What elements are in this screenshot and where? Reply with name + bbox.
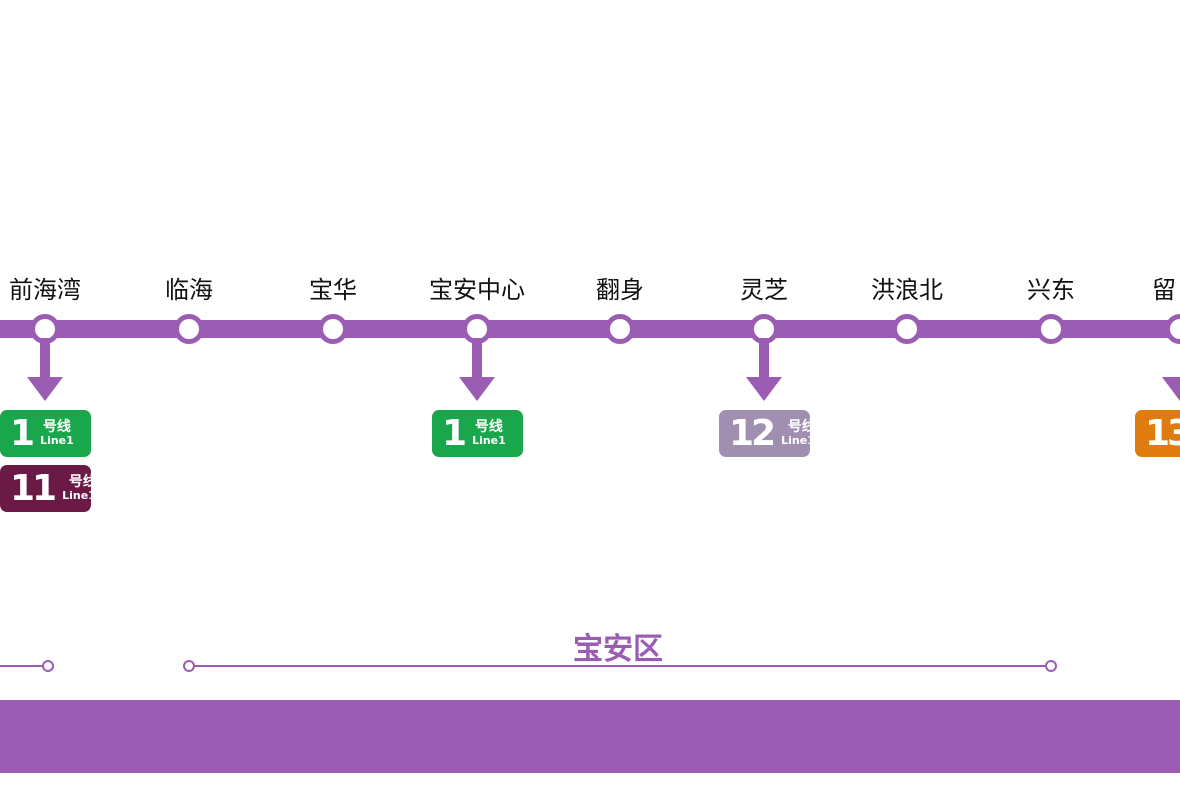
transfer-arrow-icon bbox=[27, 377, 63, 401]
station-label: 洪浪北 bbox=[871, 276, 943, 304]
station-label: 宝安中心 bbox=[429, 276, 525, 304]
station-marker[interactable] bbox=[605, 314, 635, 344]
station-label: 灵芝 bbox=[740, 276, 788, 304]
transfer-arrow-stem bbox=[472, 338, 482, 378]
line-cn: 号线 bbox=[68, 473, 97, 490]
line-cn: 号线 bbox=[42, 418, 71, 435]
transfer-arrow-stem bbox=[40, 338, 50, 378]
line-number: 13 bbox=[1145, 412, 1180, 454]
station-marker[interactable] bbox=[892, 314, 922, 344]
station-label: 宝华 bbox=[309, 276, 357, 304]
transfer-arrow-stem bbox=[759, 338, 769, 378]
station-marker[interactable] bbox=[1036, 314, 1066, 344]
line-number: 11 bbox=[10, 467, 57, 509]
station-label: 临海 bbox=[165, 276, 213, 304]
station-marker[interactable] bbox=[318, 314, 348, 344]
station-marker[interactable] bbox=[1165, 314, 1180, 344]
line-number: 1 bbox=[10, 412, 35, 454]
district-bracket-end bbox=[1045, 660, 1057, 672]
line-cn: 号线 bbox=[474, 418, 503, 435]
station-label: 前海湾 bbox=[9, 276, 81, 304]
line-en: Line12 bbox=[781, 434, 823, 448]
bottom-band bbox=[0, 700, 1180, 773]
district-label: 宝安区 bbox=[573, 632, 663, 667]
station-label: 兴东 bbox=[1027, 276, 1075, 304]
line-en: Line11 bbox=[62, 489, 104, 503]
station-label: 翻身 bbox=[596, 276, 644, 304]
line-en: Line1 bbox=[40, 434, 74, 448]
line-track bbox=[0, 320, 1180, 338]
transfer-arrow-icon bbox=[746, 377, 782, 401]
station-label: 留 bbox=[1152, 276, 1176, 304]
district-bracket-end bbox=[42, 660, 54, 672]
transfer-arrow-icon bbox=[459, 377, 495, 401]
transfer-line-badge[interactable]: 13 bbox=[1135, 410, 1180, 457]
district-bracket bbox=[189, 665, 1051, 667]
station-marker[interactable] bbox=[174, 314, 204, 344]
district-bracket-start bbox=[183, 660, 195, 672]
line-en: Line1 bbox=[472, 434, 506, 448]
line-number: 12 bbox=[729, 412, 776, 454]
line-number: 1 bbox=[442, 412, 467, 454]
line-cn: 号线 bbox=[787, 418, 816, 435]
transfer-arrow-icon bbox=[1162, 377, 1180, 401]
district-bracket-left bbox=[0, 665, 46, 667]
